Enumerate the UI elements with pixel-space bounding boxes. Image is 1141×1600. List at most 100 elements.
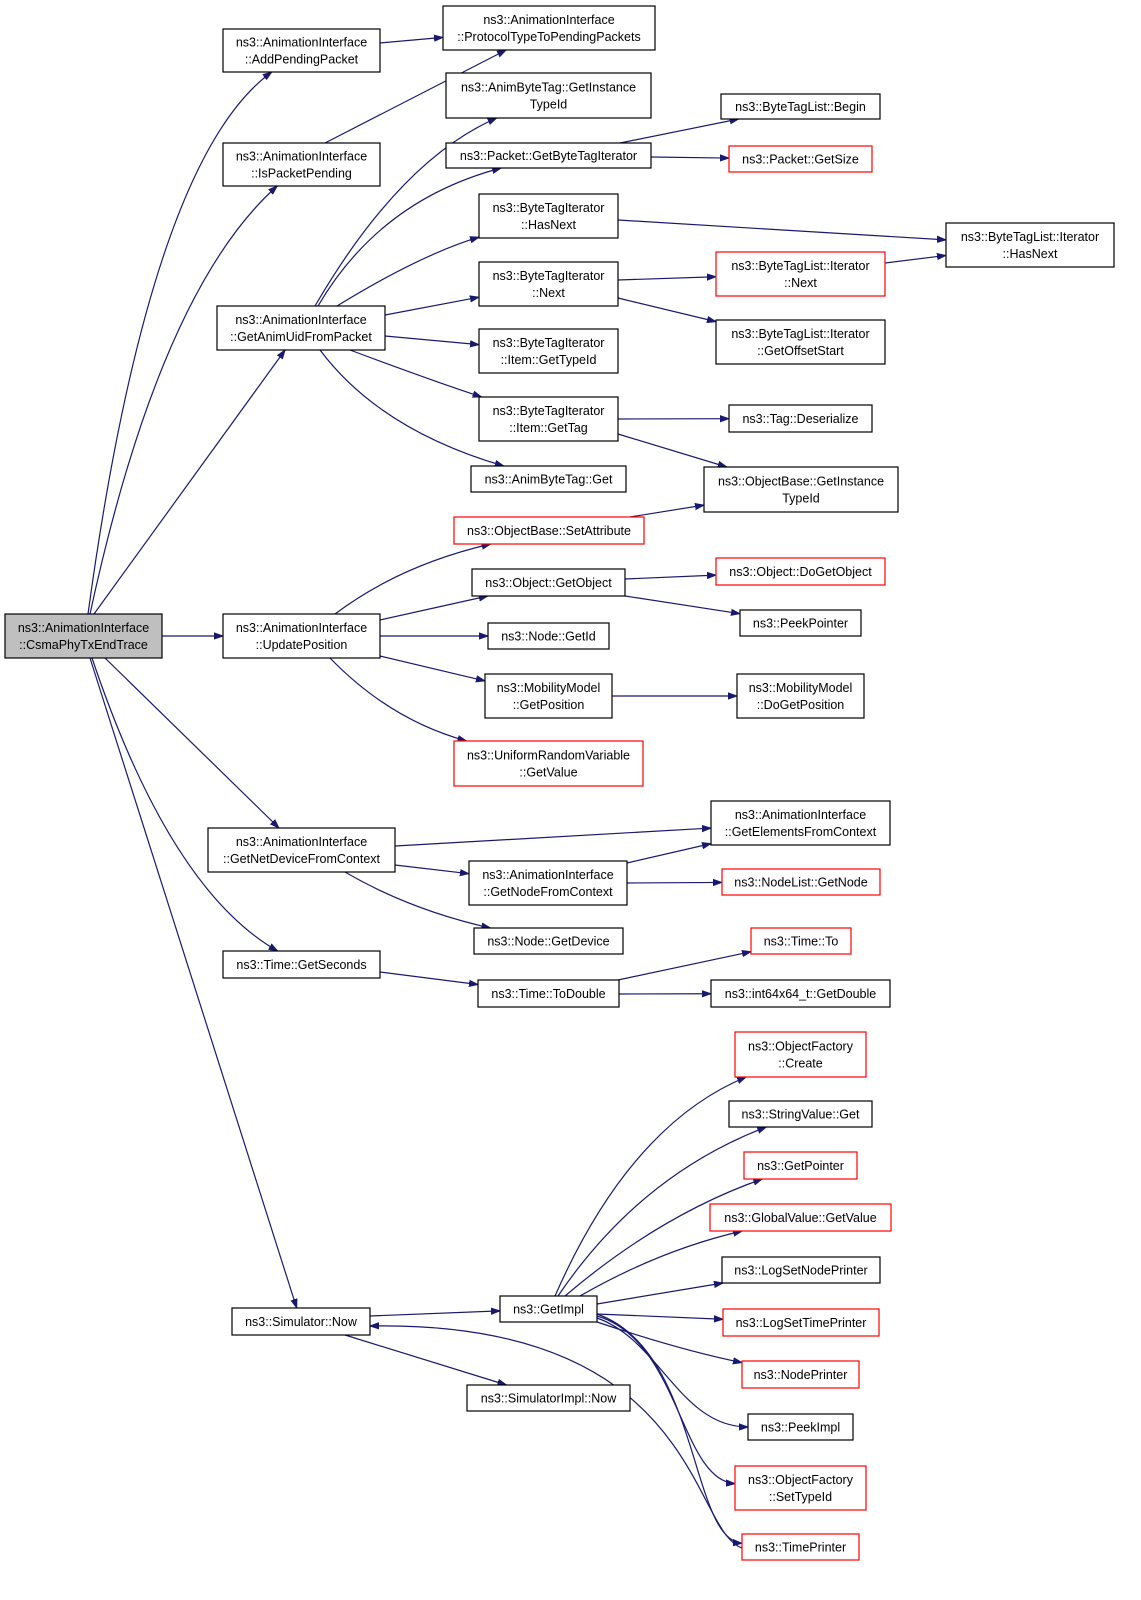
node-box — [478, 328, 619, 374]
node-label-line: ns3::ByteTagList::Begin — [735, 100, 866, 114]
node-label-line: ns3::int64x64_t::GetDouble — [725, 987, 877, 1001]
edge-add_pending-to-proto_type — [379, 37, 443, 44]
node-label-line: ::Create — [778, 1057, 823, 1071]
node-label-line: ns3::AnimByteTag::Get — [485, 473, 613, 487]
node-of-create[interactable]: ns3::ObjectFactory::Create — [734, 1031, 867, 1078]
node-label-line: ns3::UniformRandomVariable — [467, 749, 630, 763]
node-box — [739, 609, 862, 637]
node-obj-dogetobject[interactable]: ns3::Object::DoGetObject — [715, 557, 886, 586]
node-label-line: ns3::Time::ToDouble — [491, 987, 605, 1001]
node-timeprinter[interactable]: ns3::TimePrinter — [741, 1533, 860, 1561]
node-add-pending[interactable]: ns3::AnimationInterface::AddPendingPacke… — [222, 28, 381, 73]
node-int64-getdouble[interactable]: ns3::int64x64_t::GetDouble — [710, 979, 891, 1008]
node-btli-offset[interactable]: ns3::ByteTagList::Iterator::GetOffsetSta… — [715, 319, 886, 365]
node-simimpl-now[interactable]: ns3::SimulatorImpl::Now — [466, 1384, 631, 1412]
node-pkt-getsize[interactable]: ns3::Packet::GetSize — [728, 145, 873, 173]
node-label-line: ::AddPendingPacket — [245, 53, 359, 67]
node-btl-begin[interactable]: ns3::ByteTagList::Begin — [720, 93, 881, 120]
node-nodeprinter[interactable]: ns3::NodePrinter — [741, 1360, 860, 1389]
node-sv-get[interactable]: ns3::StringValue::Get — [728, 1100, 873, 1128]
node-box — [466, 1384, 631, 1412]
node-root: ns3::AnimationInterface::CsmaPhyTxEndTra… — [4, 613, 163, 659]
node-btli-hasnext[interactable]: ns3::ByteTagList::Iterator::HasNext — [945, 222, 1115, 268]
node-get-netdev[interactable]: ns3::AnimationInterface::GetNetDeviceFro… — [207, 827, 396, 873]
edge-getimpl-to-log_nodeprinter — [596, 1283, 723, 1305]
node-node-getid[interactable]: ns3::Node::GetId — [487, 622, 610, 650]
node-box — [720, 93, 881, 120]
node-of-settypeid[interactable]: ns3::ObjectFactory::SetTypeId — [734, 1465, 867, 1511]
node-node-getdevice[interactable]: ns3::Node::GetDevice — [473, 927, 624, 955]
node-anim-get[interactable]: ns3::AnimByteTag::Get — [470, 465, 627, 493]
edge-update_pos-to-urv_getvalue — [329, 657, 467, 741]
node-obj-getobject[interactable]: ns3::Object::GetObject — [471, 568, 626, 597]
node-bti-item-typeid[interactable]: ns3::ByteTagIterator::Item::GetTypeId — [478, 328, 619, 374]
node-pkt-bytetagiter[interactable]: ns3::Packet::GetByteTagIterator — [445, 142, 652, 169]
node-box — [499, 1295, 598, 1323]
node-box — [473, 927, 624, 955]
node-box — [445, 142, 652, 169]
node-urv-getvalue[interactable]: ns3::UniformRandomVariable::GetValue — [453, 740, 644, 787]
node-label-line: ::GetElementsFromContext — [725, 825, 877, 839]
edge-get_anim_uid-to-bti_next — [384, 297, 479, 316]
node-label-line: ::GetOffsetStart — [757, 344, 844, 358]
node-getimpl[interactable]: ns3::GetImpl — [499, 1295, 598, 1323]
node-time-getseconds[interactable]: ns3::Time::GetSeconds — [222, 950, 381, 979]
node-peekimpl[interactable]: ns3::PeekImpl — [747, 1413, 854, 1441]
node-box — [747, 1413, 854, 1441]
node-label-line: ns3::MobilityModel — [749, 681, 853, 695]
node-label-line: ns3::ByteTagList::Iterator — [731, 327, 869, 341]
node-tag-deser[interactable]: ns3::Tag::Deserialize — [728, 404, 873, 433]
node-get-elements[interactable]: ns3::AnimationInterface::GetElementsFrom… — [710, 800, 891, 846]
node-label-line: ::IsPacketPending — [251, 167, 352, 181]
node-bti-item-gettag[interactable]: ns3::ByteTagIterator::Item::GetTag — [478, 396, 619, 442]
node-get-nodefrom[interactable]: ns3::AnimationInterface::GetNodeFromCont… — [468, 860, 628, 906]
node-box — [222, 950, 381, 979]
node-box — [478, 396, 619, 442]
node-label-line: ::UpdatePosition — [256, 638, 348, 652]
edge-timeprinter-to-sim_now — [370, 1326, 743, 1549]
node-log-timeprinter[interactable]: ns3::LogSetTimePrinter — [722, 1308, 880, 1337]
node-label-line: ns3::AnimationInterface — [18, 621, 149, 635]
node-bti-hasnext[interactable]: ns3::ByteTagIterator::HasNext — [478, 193, 619, 239]
node-time-to[interactable]: ns3::Time::To — [750, 927, 852, 955]
node-time-todouble[interactable]: ns3::Time::ToDouble — [477, 979, 620, 1008]
node-getpointer[interactable]: ns3::GetPointer — [743, 1151, 858, 1180]
node-mm-getpos[interactable]: ns3::MobilityModel::GetPosition — [484, 673, 613, 719]
node-label-line: ::Item::GetTag — [509, 421, 588, 435]
edge-bti_next-to-btli_offset — [617, 297, 716, 322]
node-box — [734, 1031, 867, 1078]
edge-getimpl-to-sv_get — [557, 1126, 766, 1297]
edge-get_netdev-to-node_getdevice — [344, 871, 490, 928]
edge-is_pending-to-proto_type — [324, 50, 506, 144]
node-log-nodeprinter[interactable]: ns3::LogSetNodePrinter — [721, 1256, 881, 1284]
node-ob-setattr[interactable]: ns3::ObjectBase::SetAttribute — [453, 516, 645, 545]
node-proto-type[interactable]: ns3::AnimationInterface::ProtocolTypeToP… — [442, 5, 656, 51]
node-label-line: ns3::AnimationInterface — [236, 36, 367, 50]
node-box — [734, 1465, 867, 1511]
node-gv-getvalue[interactable]: ns3::GlobalValue::GetValue — [709, 1203, 892, 1232]
node-mm-dogetpos[interactable]: ns3::MobilityModel::DoGetPosition — [736, 673, 865, 719]
node-label-line: ns3::NodePrinter — [754, 1368, 848, 1382]
node-nodelist-getnode[interactable]: ns3::NodeList::GetNode — [721, 868, 881, 896]
node-label-line: ns3::Object::GetObject — [485, 576, 612, 590]
node-sim-now[interactable]: ns3::Simulator::Now — [231, 1307, 371, 1336]
edge-root-to-time_getseconds — [91, 657, 278, 951]
node-update-pos[interactable]: ns3::AnimationInterface::UpdatePosition — [222, 613, 381, 659]
node-peekpointer[interactable]: ns3::PeekPointer — [739, 609, 862, 637]
node-btli-next[interactable]: ns3::ByteTagList::Iterator::Next — [715, 251, 886, 297]
node-box — [741, 1360, 860, 1389]
edge-update_pos-to-ob_setattr — [334, 544, 491, 615]
edge-pkt_bytetagiter-to-btl_begin — [619, 119, 739, 144]
edge-root-to-add_pending — [87, 72, 272, 615]
node-get-anim-uid[interactable]: ns3::AnimationInterface::GetAnimUidFromP… — [216, 305, 386, 351]
node-bti-next[interactable]: ns3::ByteTagIterator::Next — [478, 261, 619, 307]
node-label-line: ns3::Tag::Deserialize — [742, 412, 858, 426]
node-box — [721, 868, 881, 896]
edge-getimpl-to-nodeprinter — [596, 1321, 742, 1363]
node-label-line: ::SetTypeId — [769, 1490, 832, 1504]
node-label-line: ns3::NodeList::GetNode — [734, 876, 867, 890]
node-is-pending[interactable]: ns3::AnimationInterface::IsPacketPending — [222, 142, 381, 187]
